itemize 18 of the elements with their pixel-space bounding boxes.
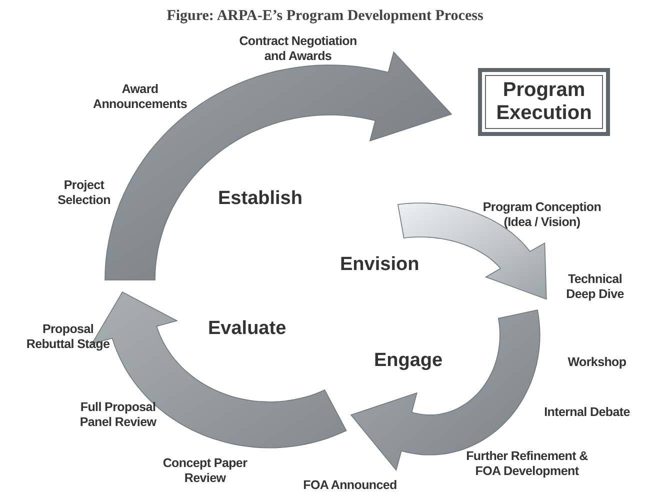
step-label: Internal Debate xyxy=(543,405,631,420)
step-label: Project Selection xyxy=(56,178,112,208)
step-label: Program Conception (Idea / Vision) xyxy=(482,200,602,230)
stage-name: Establish xyxy=(218,188,302,210)
stage-name: Evaluate xyxy=(208,318,286,340)
figure-title: Figure: ARPA-E’s Program Development Process xyxy=(166,8,484,25)
step-label: Proposal Rebuttal Stage xyxy=(25,322,111,352)
stage-name: Envision xyxy=(340,254,420,276)
step-label: Full Proposal Panel Review xyxy=(78,400,158,430)
stage-name: Engage xyxy=(374,350,443,372)
process-box: Program Execution xyxy=(478,68,610,136)
step-label: FOA Announced xyxy=(302,478,398,492)
step-label: Concept Paper Review xyxy=(162,456,248,486)
step-label: Workshop xyxy=(566,355,628,370)
step-label: Contract Negotiation and Awards xyxy=(238,34,358,64)
step-label: Further Refinement & FOA Development xyxy=(465,449,589,479)
step-label: Award Announcements xyxy=(92,82,188,112)
step-label: Technical Deep Dive xyxy=(565,272,625,302)
